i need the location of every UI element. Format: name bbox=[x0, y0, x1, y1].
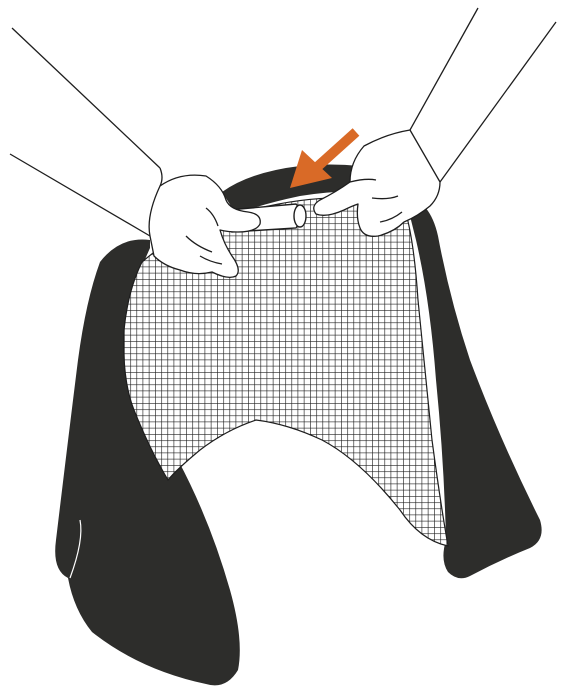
right-hand-icon bbox=[314, 8, 556, 236]
left-hand-icon bbox=[10, 28, 260, 277]
insert-tube-end bbox=[294, 205, 306, 227]
